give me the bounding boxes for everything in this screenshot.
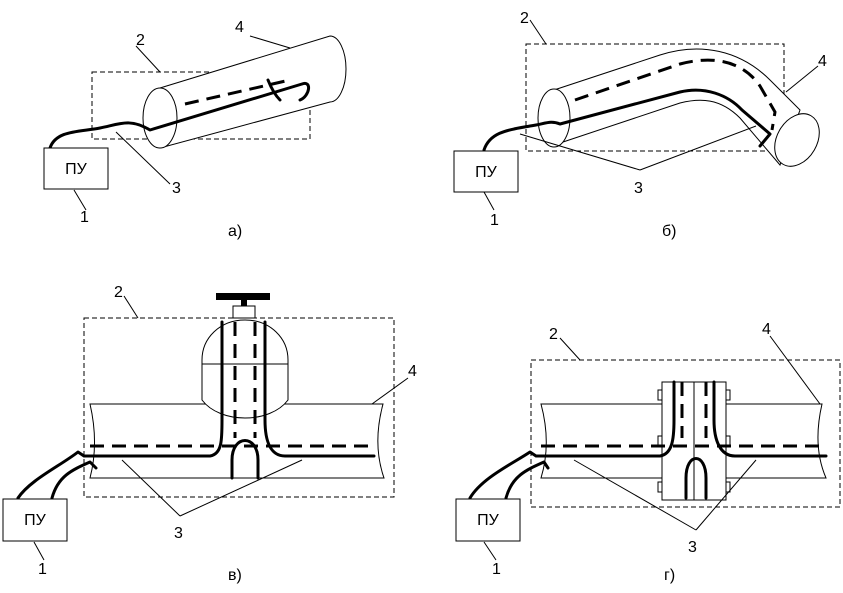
- num-2-c: 2: [114, 284, 123, 301]
- num-3-d: 3: [688, 539, 697, 556]
- control-unit-a: [43, 147, 109, 190]
- caption-d: г): [664, 567, 675, 584]
- pipe-c: [89, 403, 385, 479]
- caption-a: а): [228, 223, 242, 240]
- num-3-a: 3: [172, 180, 181, 197]
- cable-c: [16, 320, 224, 500]
- pipe-end-a: [142, 87, 178, 149]
- panel-d: ПУ 2 4 3 1 г): [455, 321, 841, 584]
- pipe-end-b-left: [537, 88, 571, 148]
- num-4-d: 4: [762, 321, 771, 338]
- zone-box-d: [530, 359, 841, 508]
- cable-d-second: [504, 460, 550, 500]
- num-4-c: 4: [408, 363, 417, 380]
- num-2-a: 2: [136, 32, 145, 49]
- num-4-b: 4: [818, 53, 827, 70]
- cable-c-second: [50, 460, 98, 500]
- pipe-end-b-right: [774, 113, 820, 167]
- stem-c: [241, 298, 247, 308]
- num-1-c: 1: [38, 561, 47, 578]
- num-4-a: 4: [235, 19, 244, 36]
- num-1-a: 1: [80, 209, 89, 226]
- cable-d: [468, 380, 676, 500]
- caption-c: в): [228, 567, 242, 584]
- unit-label-b: ПУ: [475, 164, 498, 181]
- caption-b: б): [662, 223, 677, 240]
- num-3-b: 3: [634, 180, 643, 197]
- unit-label-d: ПУ: [477, 512, 500, 529]
- cable-b-dashed: [574, 58, 777, 131]
- panel-a: ПУ 2 4 3 1 а): [43, 19, 347, 240]
- unit-label-c: ПУ: [24, 512, 47, 529]
- cable-a-loop: [266, 78, 282, 102]
- control-unit-d: [455, 498, 521, 542]
- valve-body-c: [201, 319, 289, 419]
- num-2-b: 2: [520, 10, 529, 27]
- control-unit-c: [2, 498, 68, 542]
- handwheel-c: [216, 293, 270, 300]
- num-3-c: 3: [174, 525, 183, 542]
- flange-left-d: [661, 381, 695, 501]
- flange-right-d: [693, 381, 727, 501]
- num-1-d: 1: [492, 561, 501, 578]
- unit-label-a: ПУ: [65, 161, 88, 178]
- pipe-a: [159, 35, 347, 149]
- cable-a: [48, 81, 310, 150]
- cable-b: [482, 88, 772, 152]
- num-1-b: 1: [490, 212, 499, 229]
- num-2-d: 2: [549, 326, 558, 343]
- cable-a-dashed: [184, 78, 291, 106]
- zone-box-b: [525, 43, 785, 152]
- panel-c: ПУ 2 4 3 1 в): [2, 284, 417, 584]
- panel-b: ПУ 2 4 3 1 б): [453, 10, 827, 240]
- control-unit-b: [453, 150, 519, 193]
- pipe-b: [553, 48, 801, 166]
